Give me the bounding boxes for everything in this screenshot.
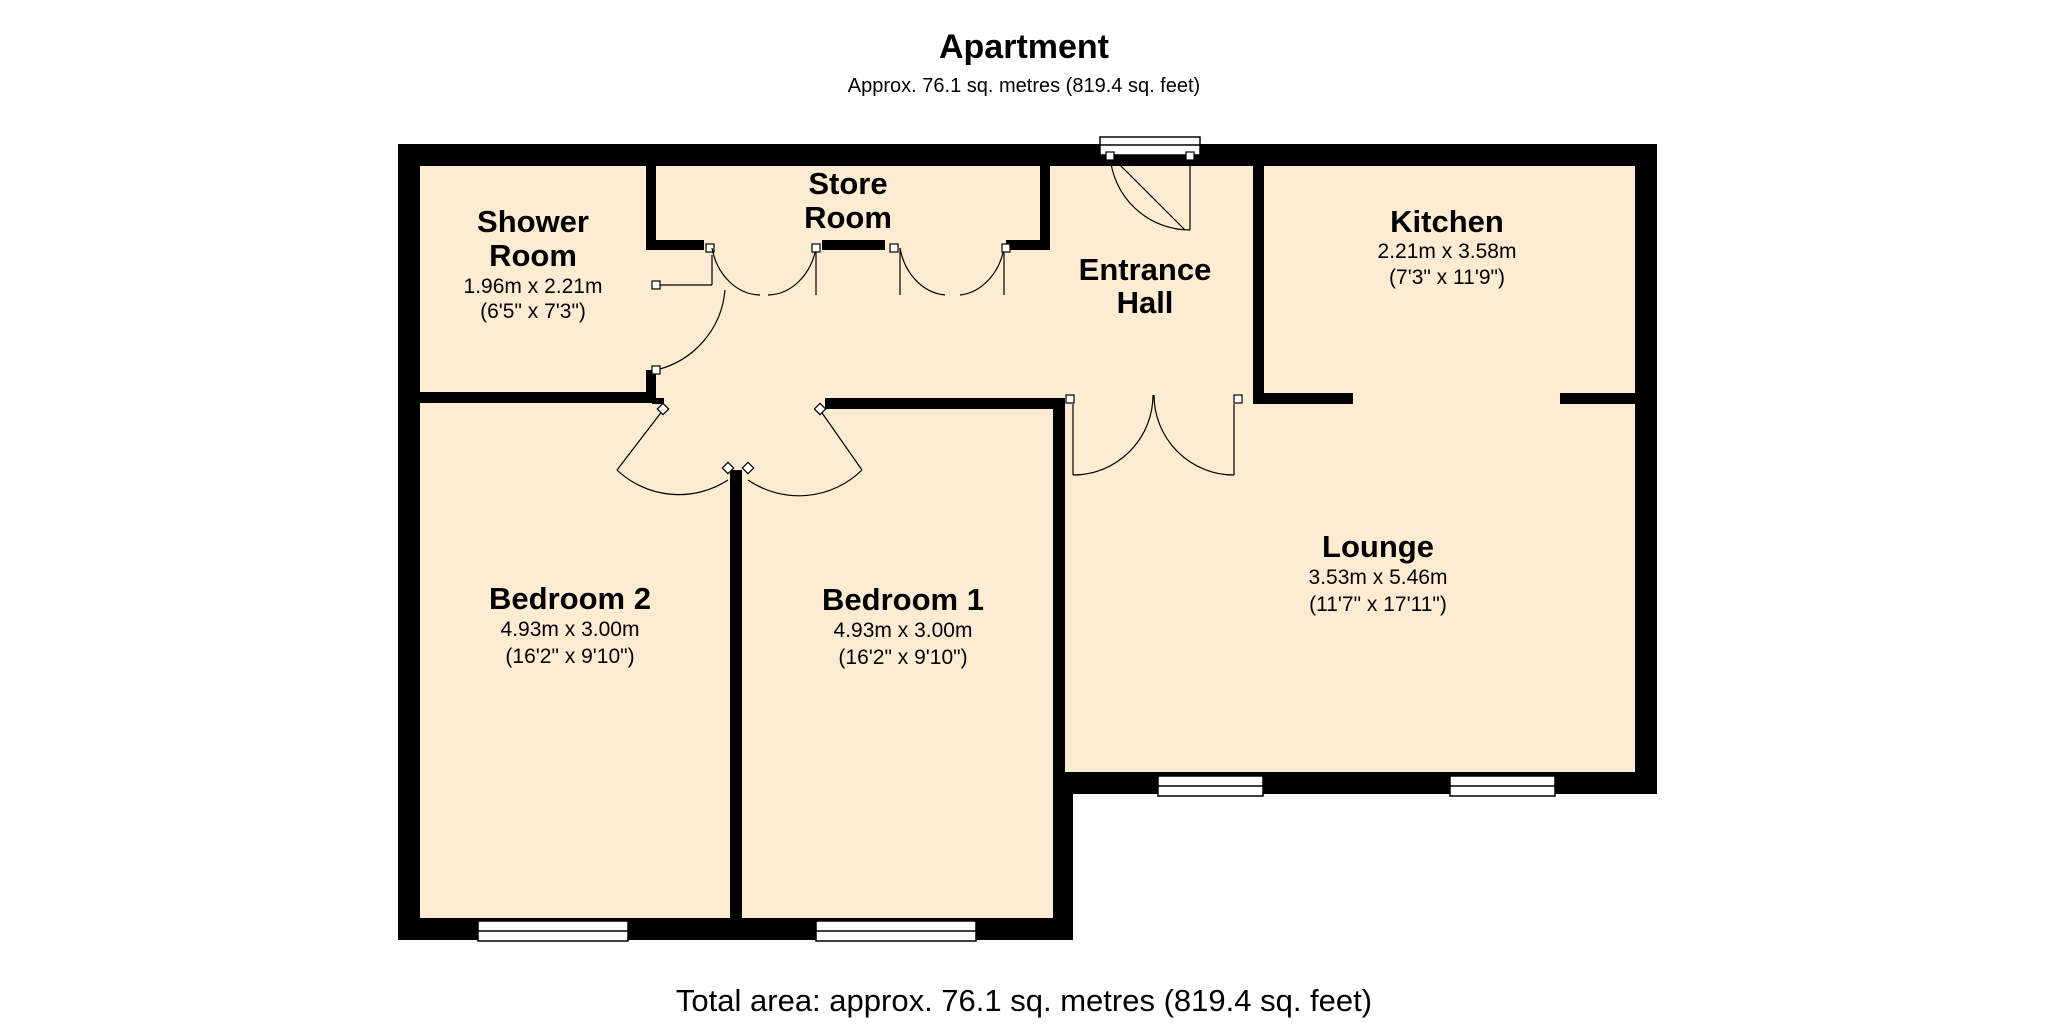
wall-shower-bottom: [410, 392, 656, 403]
shower-name-line1: Shower: [477, 204, 589, 239]
kitchen-imperial: (7'3" x 11'9"): [1389, 266, 1505, 289]
room-entrance-label: Entrance Hall: [1079, 252, 1212, 320]
lounge-name: Lounge: [1322, 529, 1434, 564]
room-lounge-label: Lounge 3.53m x 5.46m (11'7" x 17'11"): [1309, 529, 1448, 616]
kitchen-metric: 2.21m x 3.58m: [1378, 240, 1517, 263]
room-bedroom1-label: Bedroom 1 4.93m x 3.00m (16'2" x 9'10"): [822, 582, 984, 669]
wall-store-stub-right: [1006, 240, 1048, 250]
shower-imperial: (6'5" x 7'3"): [480, 300, 586, 323]
wall-left: [398, 144, 420, 940]
wall-shower-stub: [652, 398, 664, 404]
wall-top: [398, 144, 1656, 166]
wall-shower-store-lower: [646, 370, 656, 395]
shower-metric: 1.96m x 2.21m: [464, 275, 603, 298]
window-lounge-left: [1157, 775, 1264, 797]
bedroom1-name: Bedroom 1: [822, 582, 984, 617]
doors: [616, 151, 1243, 497]
room-shower-label: Shower Room 1.96m x 2.21m (6'5" x 7'3"): [464, 204, 603, 323]
store-name-line2: Room: [804, 200, 892, 235]
window-bedroom1: [815, 920, 977, 942]
plan-title: Apartment: [938, 28, 1110, 66]
door-bedroom1: [741, 402, 863, 497]
wall-store-stub-mid: [822, 240, 885, 250]
wall-store-right: [1040, 155, 1050, 250]
store-name-line1: Store: [808, 166, 887, 201]
wall-kitchen-left-stub: [1253, 393, 1353, 404]
wall-bedroom-divider: [730, 470, 742, 925]
wall-bedroom1-right: [1053, 398, 1065, 925]
lounge-imperial: (11'7" x 17'11"): [1309, 593, 1447, 616]
interior-walls: [410, 155, 1645, 925]
door-lounge: [1065, 394, 1243, 476]
floor-area: [410, 155, 1645, 925]
wall-bedroom1-top: [825, 398, 1065, 409]
windows: [477, 136, 1556, 942]
bedroom2-name: Bedroom 2: [489, 581, 651, 616]
room-kitchen-label: Kitchen 2.21m x 3.58m (7'3" x 11'9"): [1378, 204, 1517, 289]
room-bedroom2-label: Bedroom 2 4.93m x 3.00m (16'2" x 9'10"): [489, 581, 651, 668]
wall-shower-store: [646, 155, 656, 247]
wall-right: [1635, 144, 1657, 794]
total-area: Total area: approx. 76.1 sq. metres (819…: [675, 983, 1373, 1018]
entrance-name-line2: Hall: [1117, 285, 1174, 320]
bedroom2-imperial: (16'2" x 9'10"): [505, 645, 634, 668]
bedroom1-metric: 4.93m x 3.00m: [834, 619, 973, 642]
window-bedroom2: [477, 920, 629, 942]
door-store-left: [711, 243, 821, 296]
kitchen-name: Kitchen: [1390, 204, 1504, 239]
wall-kitchen-right-stub: [1560, 393, 1645, 404]
bedroom1-imperial: (16'2" x 9'10"): [838, 646, 967, 669]
wall-lounge-bottom: [1060, 772, 1657, 794]
door-front-entrance: [1105, 151, 1195, 231]
bedroom2-metric: 4.93m x 3.00m: [501, 618, 640, 641]
wall-entrance-right: [1253, 155, 1264, 400]
lounge-metric: 3.53m x 5.46m: [1309, 566, 1448, 589]
shower-name-line2: Room: [489, 238, 577, 273]
door-bedroom2: [616, 402, 735, 496]
window-lounge-right: [1449, 775, 1556, 797]
room-store-label: Store Room: [804, 166, 892, 235]
entrance-name-line1: Entrance: [1079, 252, 1212, 287]
door-shower: [651, 243, 726, 375]
floor-main: [410, 155, 1645, 780]
door-store-right: [889, 243, 1011, 296]
plan-subtitle: Approx. 76.1 sq. metres (819.4 sq. feet): [847, 75, 1201, 97]
wall-store-stub-left: [646, 240, 704, 250]
window-entrance-top: [1099, 136, 1201, 156]
